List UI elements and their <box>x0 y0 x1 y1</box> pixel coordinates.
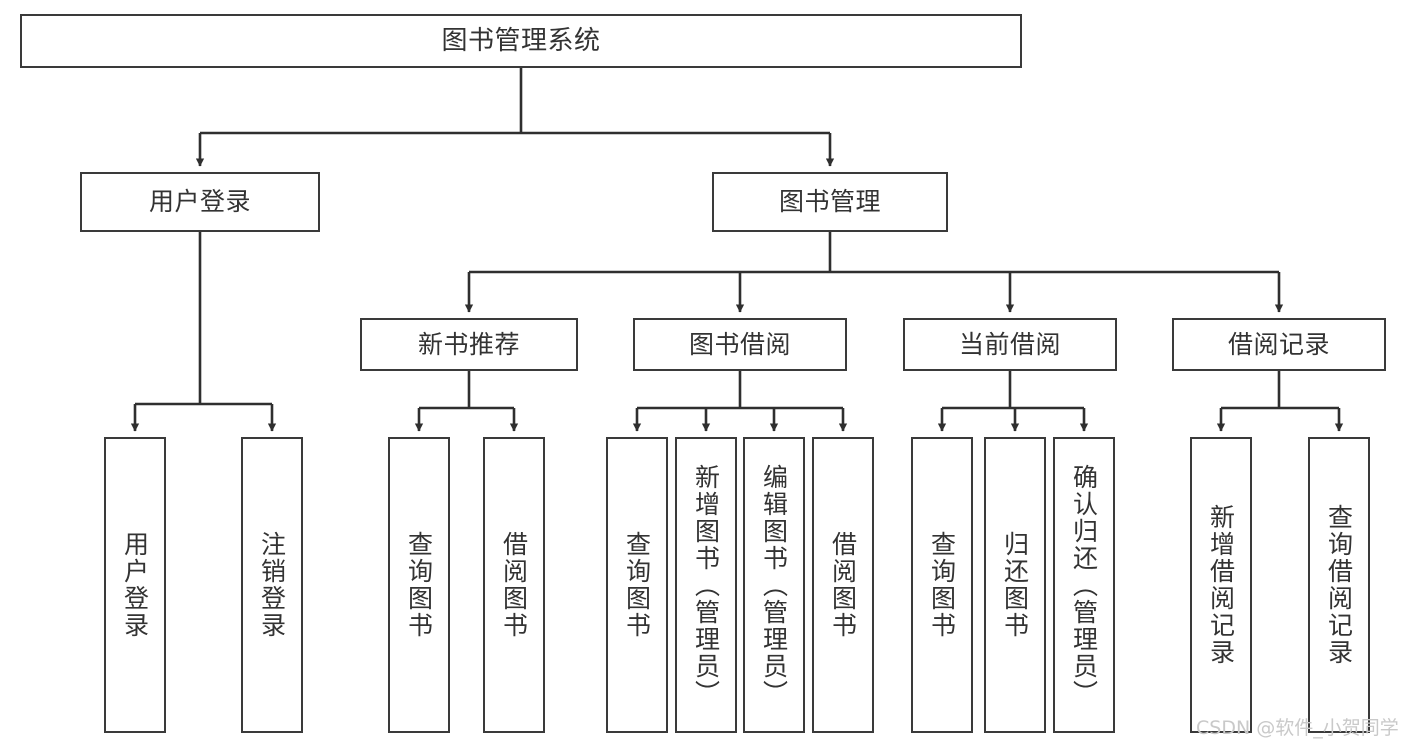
node-leaf-query-book-2[interactable]: 查询图书 <box>606 437 668 733</box>
node-leaf-query-book-2-label: 查询图书 <box>622 531 652 639</box>
node-leaf-add-book[interactable]: 新增图书（管理员） <box>675 437 737 733</box>
node-leaf-borrow-book-1-label: 借阅图书 <box>499 531 529 639</box>
node-leaf-return-book-label: 归还图书 <box>1000 531 1030 639</box>
node-new-book-recommend[interactable]: 新书推荐 <box>360 318 578 371</box>
node-leaf-borrow-book-2[interactable]: 借阅图书 <box>812 437 874 733</box>
node-leaf-return-book[interactable]: 归还图书 <box>984 437 1046 733</box>
node-leaf-query-record-label: 查询借阅记录 <box>1324 504 1354 666</box>
node-book-borrow-label: 图书借阅 <box>688 329 791 359</box>
node-book-manage-label: 图书管理 <box>778 187 881 217</box>
node-leaf-borrow-book-1[interactable]: 借阅图书 <box>483 437 545 733</box>
node-leaf-query-book-3-label: 查询图书 <box>927 531 957 639</box>
node-user-login-label: 用户登录 <box>148 187 251 217</box>
node-leaf-add-record[interactable]: 新增借阅记录 <box>1190 437 1252 733</box>
node-root[interactable]: 图书管理系统 <box>20 14 1022 68</box>
node-borrow-record-label: 借阅记录 <box>1227 329 1330 359</box>
node-root-label: 图书管理系统 <box>441 25 601 56</box>
node-book-borrow[interactable]: 图书借阅 <box>633 318 847 371</box>
node-current-borrow-label: 当前借阅 <box>958 329 1061 359</box>
node-leaf-borrow-book-2-label: 借阅图书 <box>828 531 858 639</box>
node-user-login[interactable]: 用户登录 <box>80 172 320 232</box>
node-leaf-user-login[interactable]: 用户登录 <box>104 437 166 733</box>
node-leaf-logout-label: 注销登录 <box>257 531 287 639</box>
node-current-borrow[interactable]: 当前借阅 <box>903 318 1117 371</box>
node-leaf-logout[interactable]: 注销登录 <box>241 437 303 733</box>
node-leaf-query-book-3[interactable]: 查询图书 <box>911 437 973 733</box>
node-borrow-record[interactable]: 借阅记录 <box>1172 318 1386 371</box>
node-leaf-query-book-1[interactable]: 查询图书 <box>388 437 450 733</box>
node-leaf-edit-book-label: 编辑图书（管理员） <box>759 463 789 707</box>
node-leaf-user-login-label: 用户登录 <box>120 531 150 639</box>
node-leaf-add-record-label: 新增借阅记录 <box>1206 504 1236 666</box>
node-leaf-query-record[interactable]: 查询借阅记录 <box>1308 437 1370 733</box>
node-leaf-confirm-return-label: 确认归还（管理员） <box>1069 463 1099 707</box>
node-leaf-query-book-1-label: 查询图书 <box>404 531 434 639</box>
watermark-text: CSDN @软件_小贺同学 <box>1196 717 1399 739</box>
node-leaf-add-book-label: 新增图书（管理员） <box>691 463 721 707</box>
node-book-manage[interactable]: 图书管理 <box>712 172 948 232</box>
node-leaf-confirm-return[interactable]: 确认归还（管理员） <box>1053 437 1115 733</box>
node-new-book-recommend-label: 新书推荐 <box>417 329 520 359</box>
node-leaf-edit-book[interactable]: 编辑图书（管理员） <box>743 437 805 733</box>
